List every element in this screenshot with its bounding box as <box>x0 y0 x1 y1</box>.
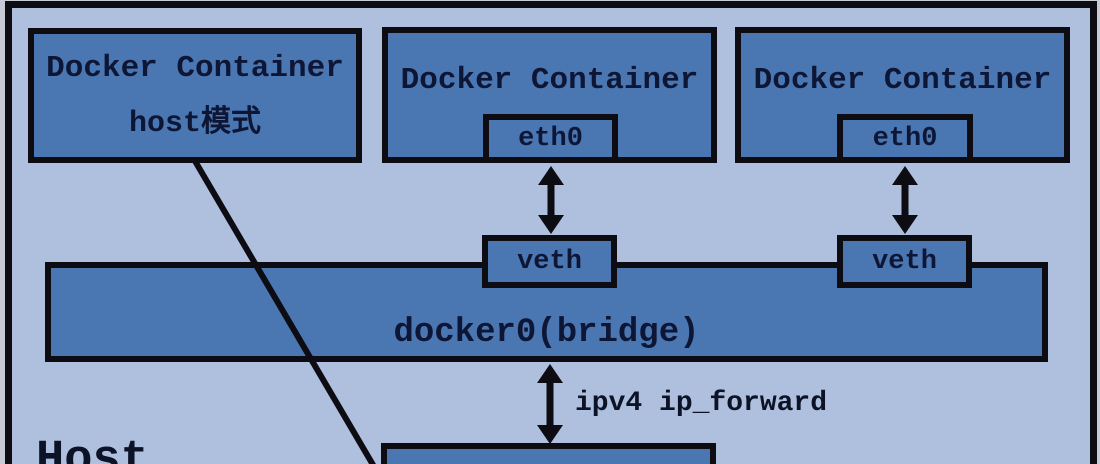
arrow-eth0-veth-2 <box>892 166 918 234</box>
veth-box-2: veth <box>837 235 972 288</box>
arrow-down-icon <box>892 215 918 234</box>
arrow-shaft <box>901 178 909 222</box>
arrow-down-icon <box>538 215 564 234</box>
arrow-bridge-host-eth0 <box>537 364 563 444</box>
arrow-up-icon <box>538 166 564 185</box>
arrow-down-icon <box>537 425 563 444</box>
container-title: Docker Container <box>753 63 1052 98</box>
eth0-label: eth0 <box>872 123 938 154</box>
container-host-mode-label: host模式 <box>128 106 261 141</box>
arrow-eth0-veth-1 <box>538 166 564 234</box>
container-title: Docker Container <box>46 50 344 86</box>
host-eth0-box: eth0 <box>381 443 716 464</box>
docker0-bridge-label: docker0(bridge) <box>393 314 700 352</box>
arrow-shaft <box>547 178 555 222</box>
arrow-up-icon <box>537 364 563 383</box>
container-3-eth0-box: eth0 <box>837 114 973 163</box>
arrow-up-icon <box>892 166 918 185</box>
eth0-label: eth0 <box>518 123 583 154</box>
ip-forward-label: ipv4 ip_forward <box>575 388 828 419</box>
container-2-eth0-box: eth0 <box>483 114 618 163</box>
host-label: Host <box>36 434 149 464</box>
arrow-shaft <box>546 376 554 432</box>
container-title: Docker Container <box>400 63 699 98</box>
veth-box-1: veth <box>482 235 617 288</box>
docker-container-host-mode-box: Docker Container host模式 <box>28 28 362 163</box>
veth-label: veth <box>517 246 582 277</box>
veth-label: veth <box>872 246 937 277</box>
